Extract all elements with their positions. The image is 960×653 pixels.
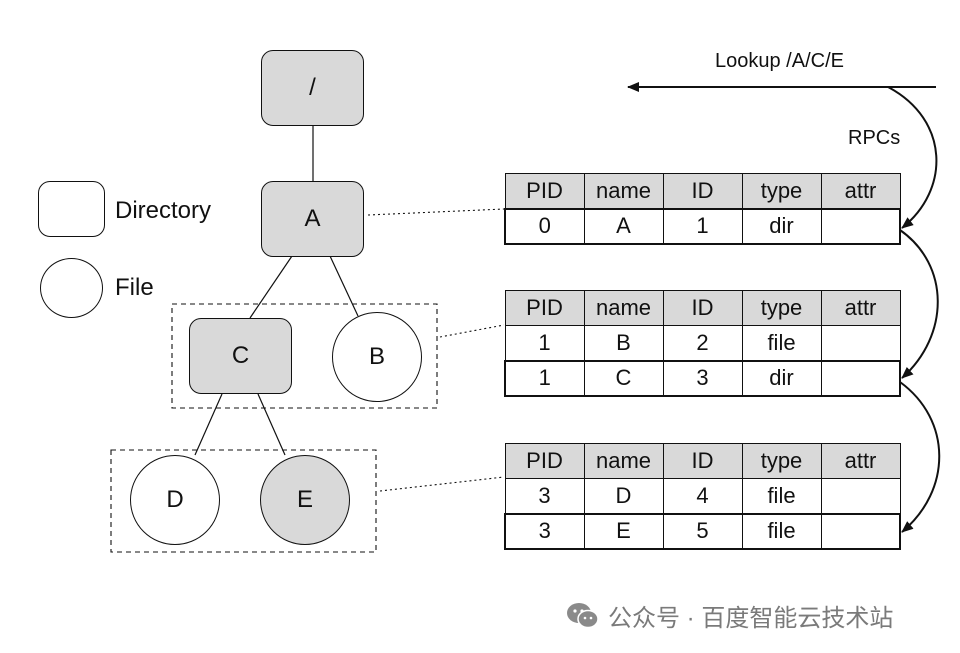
node-b-label: B (368, 343, 385, 370)
table-cell (820, 478, 901, 514)
table-cell: 1 (504, 359, 585, 397)
table-cell (820, 359, 901, 397)
table-cell: D (583, 478, 664, 514)
node-b: B (332, 312, 422, 402)
metadata-table-1: PID name ID type attr 0 A 1 dir (504, 173, 901, 245)
table-cell: 2 (662, 325, 743, 361)
rpc-arrow-2 (899, 229, 939, 379)
legend-file-label: File (115, 274, 154, 301)
table-cell: 3 (504, 512, 585, 550)
table-cell: E (583, 512, 664, 550)
node-d: D (130, 455, 220, 545)
header-cell: PID (504, 290, 585, 326)
metadata-table-2: PID name ID type attr 1 B 2 file 1 C 3 d… (504, 290, 901, 397)
rpcs-label: RPCs (848, 127, 901, 149)
table-row: 0 A 1 dir (504, 207, 901, 245)
header-cell: type (741, 290, 822, 326)
leader-group1-table2 (439, 324, 505, 338)
header-cell: ID (662, 173, 743, 209)
table-row: 1 B 2 file (504, 325, 901, 361)
table-cell: C (583, 359, 664, 397)
header-cell: ID (662, 443, 743, 479)
watermark-text: 公众号 · 百度智能云技术站 (608, 605, 894, 632)
header-cell: type (741, 173, 822, 209)
node-a-label: A (304, 205, 321, 232)
edge-a-c (249, 255, 293, 319)
table-cell: 0 (504, 207, 585, 245)
header-cell: attr (820, 290, 901, 326)
header-cell: name (583, 443, 664, 479)
node-d-label: D (166, 486, 184, 513)
legend-directory-label: Directory (115, 197, 212, 224)
table-cell: B (583, 325, 664, 361)
table-cell: 3 (662, 359, 743, 397)
table-header-row: PID name ID type attr (504, 443, 901, 479)
table-row: 3 E 5 file (504, 512, 901, 550)
table-cell: dir (741, 359, 822, 397)
table-cell: 1 (662, 207, 743, 245)
table-cell: A (583, 207, 664, 245)
rpc-arrow-1 (887, 86, 938, 229)
leader-a-table1 (367, 208, 505, 216)
node-root-label: / (309, 74, 316, 101)
table-row: 1 C 3 dir (504, 359, 901, 397)
table-cell (820, 325, 901, 361)
table-cell: 5 (662, 512, 743, 550)
table-cell: file (741, 478, 822, 514)
lookup-label: Lookup /A/C/E (715, 50, 844, 72)
header-cell: name (583, 290, 664, 326)
header-cell: attr (820, 173, 901, 209)
node-c-label: C (231, 342, 250, 369)
wechat-icon (567, 602, 599, 628)
watermark: 公众号 · 百度智能云技术站 (566, 598, 893, 633)
table-header-row: PID name ID type attr (504, 290, 901, 326)
node-e: E (260, 455, 350, 545)
table-cell: dir (741, 207, 822, 245)
header-cell: attr (820, 443, 901, 479)
table-cell: 3 (504, 478, 585, 514)
legend-directory-shape (38, 181, 105, 237)
rpc-arrow-3 (899, 381, 941, 533)
header-cell: name (583, 173, 664, 209)
node-e-label: E (296, 486, 313, 513)
group-box-a-children (171, 303, 438, 409)
edge-a-b (329, 255, 359, 317)
table-cell: 1 (504, 325, 585, 361)
header-cell: PID (504, 443, 585, 479)
group-box-c-children (110, 449, 377, 553)
header-cell: ID (662, 290, 743, 326)
table-row: 3 D 4 file (504, 478, 901, 514)
table-cell: 4 (662, 478, 743, 514)
edge-c-d (194, 393, 223, 456)
leader-group2-table3 (379, 476, 505, 492)
table-cell (820, 512, 901, 550)
legend-file-shape (40, 258, 103, 318)
node-root: / (261, 50, 364, 126)
table-cell: file (741, 325, 822, 361)
table-cell (820, 207, 901, 245)
node-c: C (189, 318, 292, 394)
metadata-table-3: PID name ID type attr 3 D 4 file 3 E 5 f… (504, 443, 901, 550)
edge-c-e (257, 393, 286, 456)
header-cell: type (741, 443, 822, 479)
table-cell: file (741, 512, 822, 550)
header-cell: PID (504, 173, 585, 209)
table-header-row: PID name ID type attr (504, 173, 901, 209)
node-a: A (261, 181, 364, 257)
